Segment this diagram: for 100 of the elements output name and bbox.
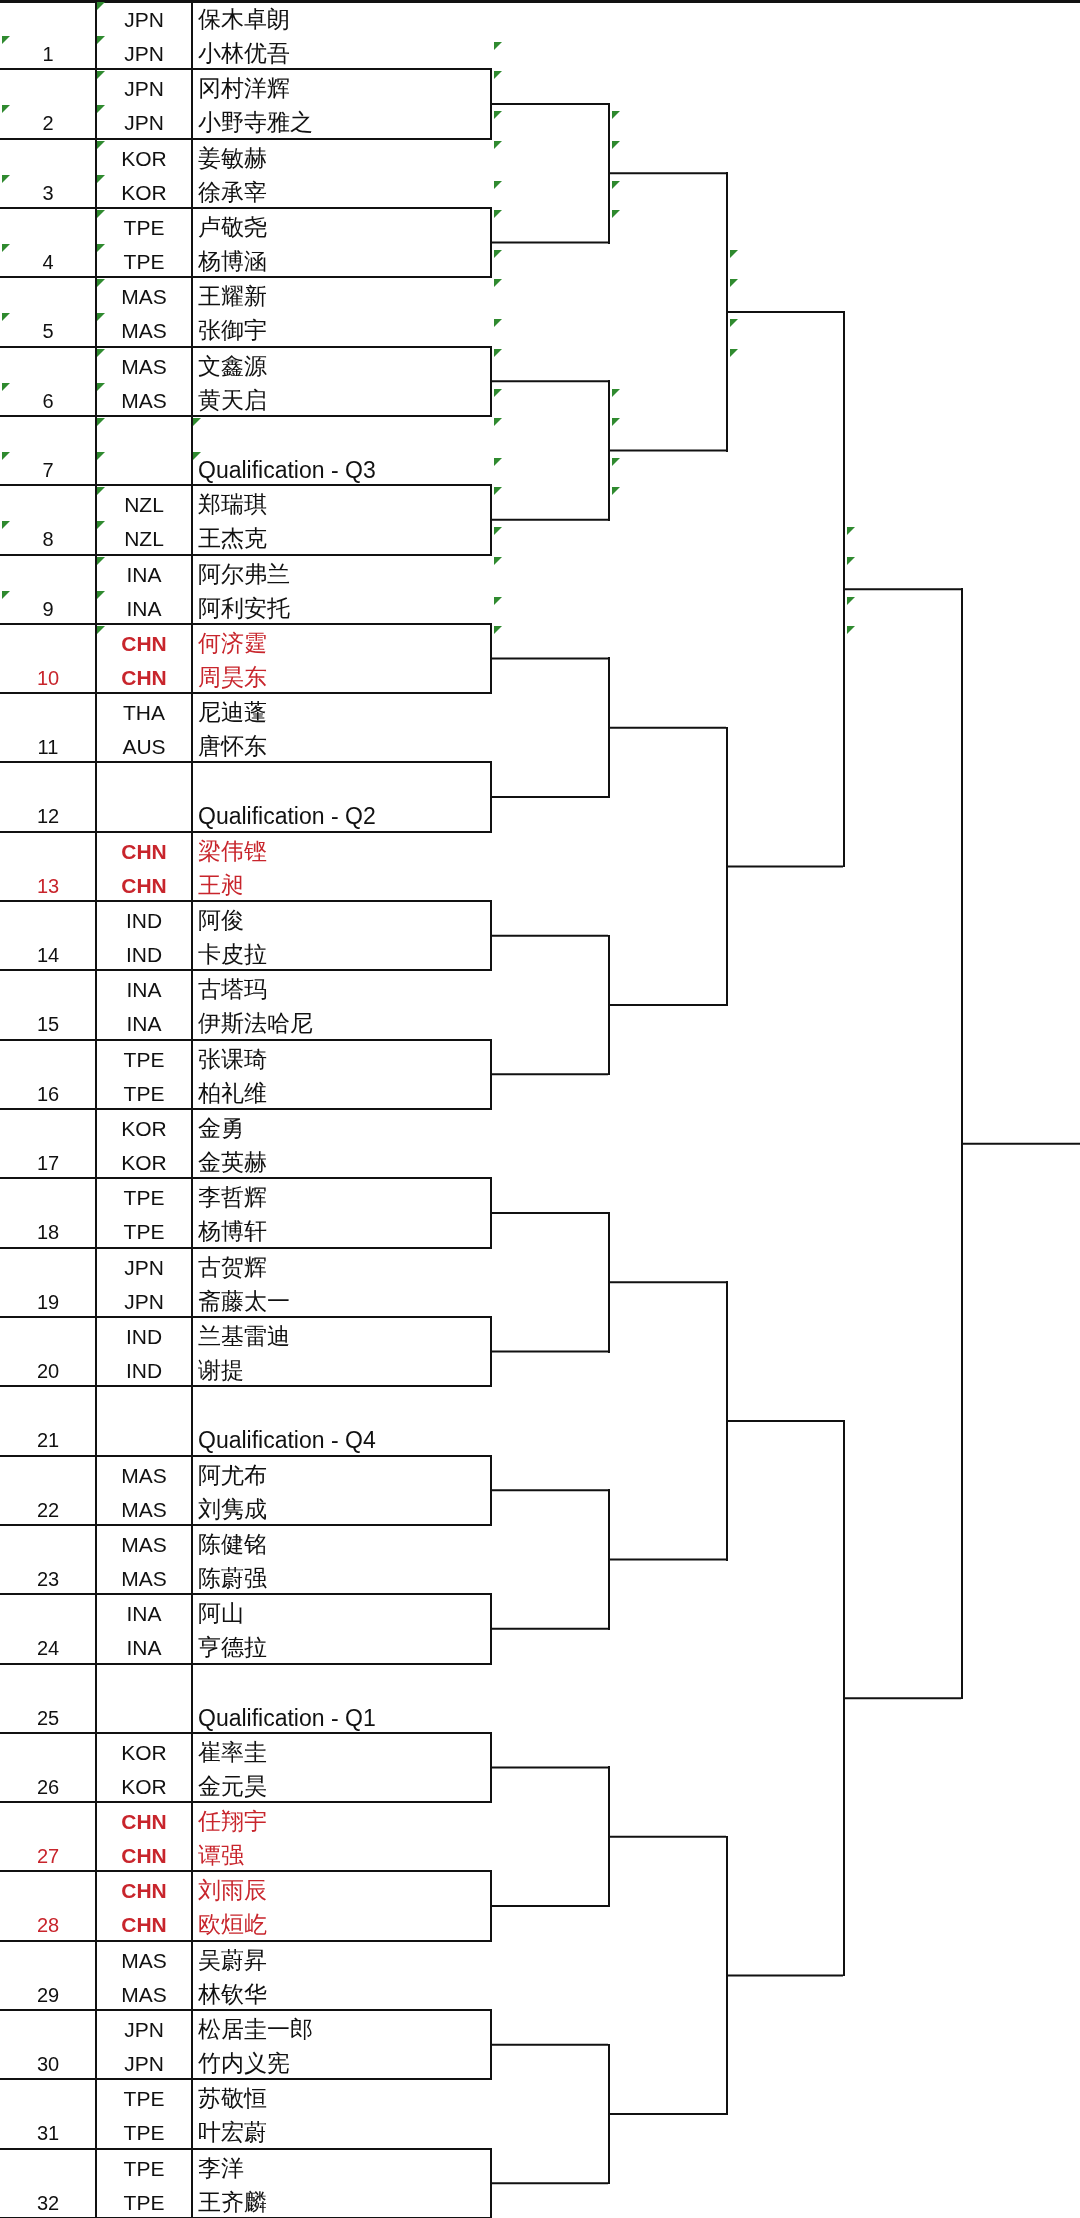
player-name: 王杰克 — [198, 526, 267, 553]
draw-number: 26 — [36, 1774, 60, 1800]
connector-line — [727, 865, 844, 868]
connector-line — [491, 380, 609, 383]
connector-line — [609, 1281, 727, 1284]
bracket-line — [608, 657, 610, 799]
connector-line — [491, 1350, 609, 1353]
connector-line — [727, 1419, 844, 1422]
draw-number: 8 — [42, 527, 54, 553]
draw-row — [0, 2147, 492, 2218]
connector-line — [491, 1766, 609, 1769]
country-code: TPE — [123, 1080, 165, 1107]
connector-line — [609, 726, 727, 729]
bracket-line — [726, 726, 728, 1007]
player-name: 金英赫 — [198, 1150, 267, 1176]
player-name: 竹内义宪 — [198, 2051, 290, 2078]
draw-number: 20 — [36, 1358, 60, 1384]
connector-line — [727, 1974, 844, 1977]
country-code: CHN — [121, 1878, 167, 1905]
connector-line — [491, 657, 609, 660]
player-name: 阿利安托 — [198, 595, 290, 622]
draw-number: 28 — [36, 1913, 60, 1939]
bracket-line — [608, 102, 610, 244]
player-name: 何济霆 — [198, 630, 267, 657]
draw-number: 29 — [36, 1982, 60, 2008]
country-code: IND — [125, 1323, 163, 1350]
country-code: INA — [126, 595, 162, 622]
bracket-line — [726, 1835, 728, 2116]
player-name: 苏敬恒 — [198, 2086, 267, 2113]
player-name: 唐怀东 — [198, 734, 267, 761]
country-code: THA — [123, 700, 165, 727]
connector-line — [727, 310, 844, 313]
country-code: TPE — [123, 248, 165, 275]
connector-line — [491, 102, 609, 105]
country-code: MAS — [121, 1947, 167, 1974]
country-code: JPN — [124, 2051, 164, 2078]
player-name: 卢敬尧 — [198, 214, 267, 241]
draw-number: 9 — [42, 596, 54, 622]
country-code: MAS — [121, 1462, 167, 1489]
country-code: MAS — [121, 1981, 167, 2008]
player-name: 杨博轩 — [198, 1219, 267, 1246]
country-code: TPE — [123, 214, 165, 241]
country-code: TPE — [123, 2189, 165, 2216]
draw-number: 6 — [42, 388, 54, 414]
country-code: MAS — [121, 1496, 167, 1523]
country-code: INA — [126, 977, 162, 1004]
country-code: MAS — [121, 1531, 167, 1558]
player-name: 杨博涵 — [198, 248, 267, 275]
player-name: 兰基雷迪 — [198, 1323, 290, 1350]
connector-line — [491, 1627, 609, 1630]
country-code: JPN — [124, 41, 164, 67]
bracket-line — [961, 588, 963, 1700]
bracket-line — [608, 1211, 610, 1353]
draw-number: 14 — [36, 943, 60, 969]
qualifier-label: Qualification - Q1 — [198, 1704, 376, 1731]
connector-line — [491, 2182, 609, 2185]
country-code: MAS — [121, 318, 167, 345]
player-name: 亨德拉 — [198, 1635, 267, 1662]
player-name: 欧烜屹 — [198, 1912, 267, 1939]
connector-line — [491, 1211, 609, 1214]
country-code: KOR — [121, 1739, 167, 1766]
player-name: 小林优吾 — [198, 41, 290, 67]
player-name: 叶宏蔚 — [198, 2120, 267, 2147]
player-name: 黄天启 — [198, 387, 267, 414]
connector-line — [491, 518, 609, 521]
player-name: 刘雨辰 — [198, 1878, 267, 1905]
country-code: JPN — [124, 110, 164, 137]
qualifier-label: Qualification - Q2 — [198, 803, 376, 830]
player-name: 林钦华 — [198, 1981, 267, 2008]
country-code: IND — [125, 1357, 163, 1384]
connector-line — [609, 1835, 727, 1838]
connector-line — [491, 796, 609, 799]
draw-number: 31 — [36, 2121, 60, 2147]
connector-line — [609, 449, 727, 452]
draw-number: 12 — [36, 804, 60, 830]
player-name: 周昊东 — [198, 664, 267, 691]
country-code: INA — [126, 1635, 162, 1662]
bracket-line — [726, 1281, 728, 1561]
draw-number: 16 — [36, 1081, 60, 1107]
bracket-line — [843, 310, 845, 868]
country-code: CHN — [121, 838, 167, 865]
country-code: INA — [126, 1601, 162, 1628]
player-name: 李哲辉 — [198, 1185, 267, 1212]
connector-line — [844, 1697, 962, 1700]
connector-line — [609, 1558, 727, 1561]
country-code: MAS — [121, 387, 167, 414]
connector-line — [491, 2043, 609, 2046]
country-code: JPN — [124, 1288, 164, 1315]
draw-number: 10 — [36, 665, 60, 691]
player-name: 任翔宇 — [198, 1809, 267, 1836]
player-name: 谢提 — [198, 1357, 244, 1384]
player-name: 金勇 — [198, 1116, 244, 1142]
connector-line — [962, 1142, 1080, 1145]
player-name: 梁伟铿 — [198, 838, 267, 865]
country-code: JPN — [124, 1254, 164, 1281]
country-code: KOR — [121, 1116, 167, 1142]
draw-number: 2 — [42, 111, 54, 137]
qualifier-label: Qualification - Q4 — [198, 1427, 376, 1454]
country-code: INA — [126, 1011, 162, 1038]
draw-number: 18 — [36, 1220, 60, 1246]
